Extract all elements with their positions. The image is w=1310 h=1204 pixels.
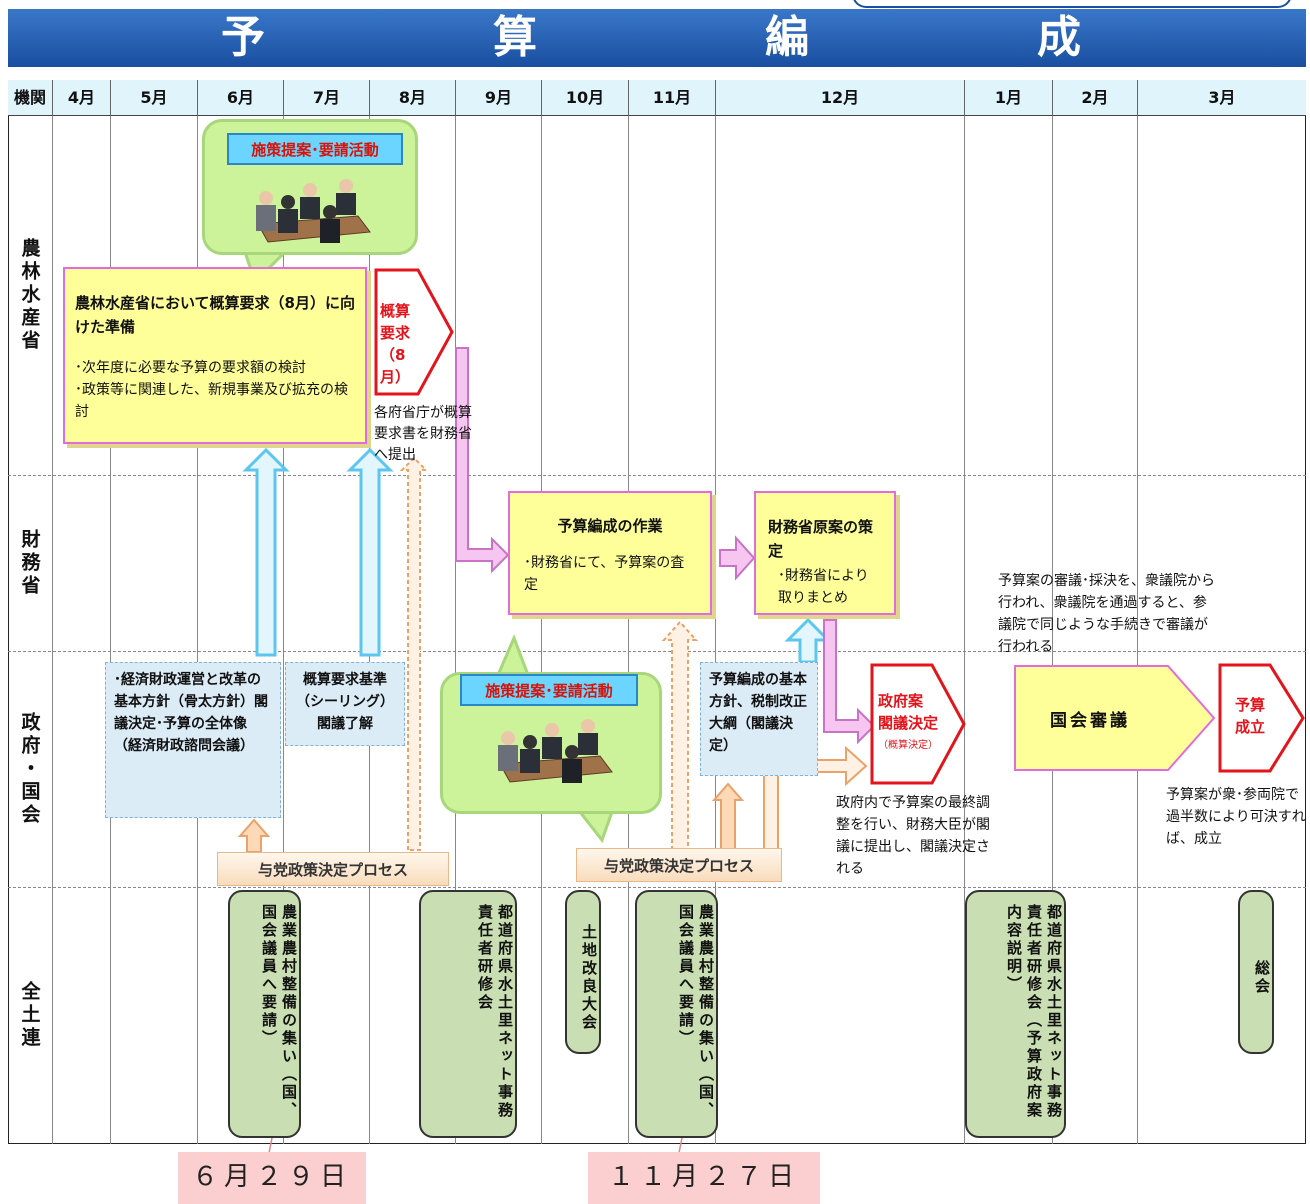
col-line (370, 116, 456, 1144)
meeting-illustration-top (238, 172, 378, 244)
elbow-arrow-mof (455, 347, 510, 574)
meeting-image (256, 179, 371, 243)
dashed-up-arrow-aug (399, 456, 429, 851)
col-line (965, 116, 1053, 1144)
up-arrow-process (237, 782, 745, 853)
zendoren-event-aug: 都道府県水土里ネット事務責任者研修会 (419, 890, 517, 1138)
col-line (629, 116, 716, 1144)
bubble-tail (495, 634, 531, 677)
col-line (53, 116, 111, 1144)
col-line (1053, 116, 1138, 1144)
header-aug: 8月 (370, 80, 456, 116)
header-jun: 6月 (198, 80, 284, 116)
party-process-1: 与党政策決定プロセス (217, 852, 449, 886)
zendoren-event-nov: 農業農村整備の集い（国、国会議員へ要請） (635, 890, 718, 1138)
zendoren-event-jun: 農業農村整備の集い（国、国会議員へ要請） (228, 890, 301, 1138)
cabinet-note: 政府内で予算案の最終調整を行い、財務大臣が閣議に提出し、閣議決定される (836, 795, 990, 877)
header-apr: 4月 (53, 80, 111, 116)
header-dec: 12月 (716, 80, 965, 116)
col-line (716, 116, 965, 1144)
row-label-mof: 財務省 (18, 528, 41, 598)
budget-work-title: 予算編成の作業 (557, 517, 663, 535)
zendoren-event-jan: 都道府県水土里ネット事務責任者研修会（予算政府案内容説明） (965, 890, 1066, 1138)
meeting-image (498, 719, 613, 783)
col-line (8, 116, 53, 1144)
header-oct: 10月 (542, 80, 629, 116)
up-arrow-tax (784, 617, 832, 664)
title-bar (8, 9, 1306, 67)
diet-process-note: 予算案の審議･採決を、衆議院から行われ、衆議院を通過すると、参議院で同じような手… (998, 573, 1215, 655)
row-label-gov: 政府・国会 (18, 711, 41, 827)
diet-arrow-label: 国会審議 (1050, 711, 1130, 731)
mof-draft-body: ･財務省により取りまとめ (778, 568, 869, 606)
maff-prep-item: ･政策等に関連した、新規事業及び拡充の検討 (75, 382, 348, 420)
cabinet-arrow-l2: 閣議決定 (878, 714, 939, 732)
header-agency: 機関 (8, 80, 53, 116)
row-divider (8, 887, 1306, 888)
row-label-maff: 農林水産省 (18, 238, 41, 353)
mof-draft-note: 財務省原案の策定 ･財務省により取りまとめ (754, 491, 896, 615)
diet-arrow-shape (1014, 665, 1216, 771)
maff-prep-item: ･次年度に必要な予算の要求額の検討 (75, 360, 306, 376)
header-nov: 11月 (629, 80, 716, 116)
proposal-banner-top: 施策提案･要請活動 (227, 133, 403, 165)
elbow-arrow-draft-to-cabinet (823, 619, 876, 745)
ceiling-box: 概算要求基準（シーリング）閣議了解 (285, 662, 405, 746)
request-arrow-label: 概算要求（8月） (380, 302, 411, 386)
cabinet-arrow-shape (870, 663, 966, 785)
policy-box-text: ･経済財政運営と改革の基本方針（骨太方針）閣議決定･予算の全体像（経済財政諮問会… (114, 672, 268, 754)
tax-reform-text: 予算編成の基本方針、税制改正大綱（閣議決定） (709, 672, 807, 754)
passed-arrow-label: 予算成立 (1234, 696, 1265, 736)
col-line (456, 116, 542, 1144)
date-label-1: ６月２９日 (178, 1152, 366, 1204)
budget-work-note: 予算編成の作業 ･財務省にて、予算案の査定 (508, 491, 712, 615)
request-note: 各府省庁が概算要求書を財務省へ提出 (374, 405, 472, 463)
zendoren-event-mar: 総会 (1238, 890, 1274, 1054)
tax-reform-box: 予算編成の基本方針、税制改正大綱（閣議決定） (700, 662, 818, 776)
header-may: 5月 (111, 80, 198, 116)
cabinet-arrow-sub: （概算決定） (878, 740, 938, 751)
header-feb: 2月 (1053, 80, 1138, 116)
passed-note: 予算案が衆･参両院で過半数により可決すれば、成立 (1166, 787, 1306, 847)
header-jan: 1月 (965, 80, 1053, 116)
header-jul: 7月 (284, 80, 370, 116)
dashed-up-arrow-nov (661, 620, 699, 851)
maff-prep-note: 農林水産省において概算要求（8月）に向けた準備 ･次年度に必要な予算の要求額の検… (63, 267, 367, 444)
budget-work-body: ･財務省にて、予算案の査定 (524, 555, 685, 593)
proposal-banner-mid: 施策提案･要請活動 (460, 674, 638, 706)
policy-box: ･経済財政運営と改革の基本方針（骨太方針）閣議決定･予算の全体像（経済財政諮問会… (105, 662, 281, 818)
ceiling-box-text: 概算要求基準（シーリング）閣議了解 (296, 672, 394, 732)
header-sep: 9月 (456, 80, 542, 116)
row-divider (8, 651, 1306, 652)
party-process-2: 与党政策決定プロセス (576, 848, 782, 882)
passed-arrow-shape (1218, 663, 1305, 773)
arrow-work-to-draft (719, 535, 756, 581)
row-divider (8, 475, 1306, 476)
col-line (542, 116, 629, 1144)
up-arrow-ceiling (346, 447, 394, 657)
bubble-tail (576, 810, 615, 844)
maff-prep-title: 農林水産省において概算要求（8月）に向けた準備 (75, 294, 355, 336)
header-mar: 3月 (1138, 80, 1306, 116)
up-arrow-policy (242, 447, 290, 657)
col-line (198, 116, 284, 1144)
meeting-illustration-mid (480, 712, 620, 784)
zendoren-event-oct: 土地改良大会 (565, 890, 601, 1054)
row-label-zendoren: 全土連 (18, 981, 41, 1050)
request-arrow-shape (374, 268, 454, 396)
cabinet-arrow-l1: 政府案 (878, 692, 924, 710)
date-label-2: １１月２７日 (588, 1152, 820, 1204)
col-line (111, 116, 198, 1144)
mof-draft-title: 財務省原案の策定 (768, 518, 874, 560)
